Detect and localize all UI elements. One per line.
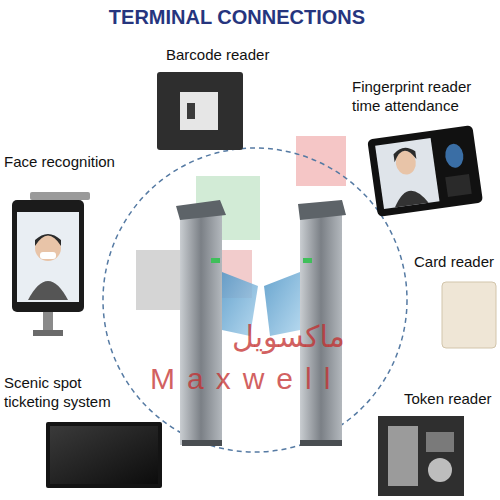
card-reader [442,282,496,348]
gate-cabinet [180,215,222,445]
monitor-frame [46,422,162,488]
keypad [445,174,472,197]
device-label: Scenic spot ticketing system [4,374,134,412]
watermark: Maxwell [150,360,342,398]
token-slot [428,458,452,482]
terminal-screen [375,138,439,209]
device-label: Fingerprint reader time attendance [352,78,492,116]
token-part [426,432,454,452]
hair [393,146,417,162]
fingerprint-sensor [444,143,465,169]
monitor-screen [50,426,158,484]
device-label: Barcode reader [166,46,269,65]
gate-base [300,440,342,446]
barcode-reader [157,72,243,150]
face-recognition-terminal [12,192,90,336]
scan-slot [187,103,195,119]
dashed-circle [103,148,407,452]
token-part [388,426,418,486]
title: TERMINAL CONNECTIONS [0,6,474,29]
device-label: Token reader [404,390,492,409]
turnstile-gate [176,200,346,446]
gate-top [298,200,346,220]
pole-base [33,330,63,336]
tablet-screen [17,212,79,302]
scan-window [180,92,218,130]
indicator-light [211,258,220,263]
shoulders [28,281,68,300]
token-reader [378,416,464,496]
shoulders [393,188,429,207]
watermark: ماكسويل [232,318,345,356]
pole [43,312,53,332]
hair [35,234,61,246]
gate-base [182,440,222,446]
tablet-body [12,200,84,312]
watermark-square [296,136,346,186]
indicator-light [303,258,312,263]
ticketing-monitor [46,422,162,488]
gate-top [176,200,226,220]
fingerprint-terminal [367,125,483,217]
terminal-body [367,125,483,217]
thermo-bar [30,192,90,200]
face [35,235,61,261]
token-frame [378,416,464,496]
device-label: Card reader [414,253,494,272]
reader-body [157,72,243,150]
mask [40,252,56,259]
device-label: Face recognition [4,153,115,172]
